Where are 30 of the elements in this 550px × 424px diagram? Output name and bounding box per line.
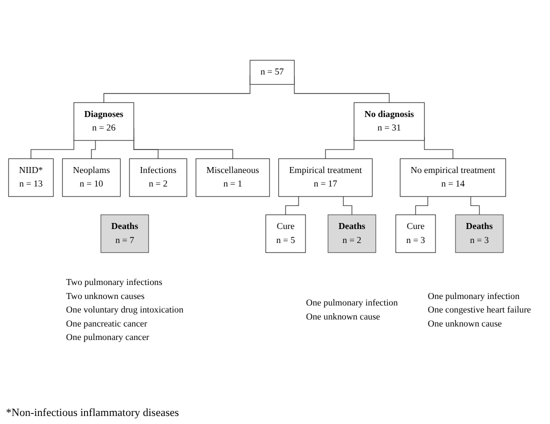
node-box: Miscellaneous n = 1 [196, 158, 270, 197]
node-label: One pulmonary cancer [66, 332, 150, 343]
node-label: One pulmonary infection [306, 298, 398, 308]
node-label: One voluntary drug intoxication [66, 305, 184, 316]
connector [342, 196, 352, 216]
node-label: One pancreatic cancer [66, 319, 148, 329]
node-box: Diagnoses n = 26 [74, 102, 134, 141]
node-box: No diagnosis n = 31 [354, 102, 425, 141]
node-label: One pulmonary infection [428, 292, 520, 302]
node-box: Cure n = 5 [265, 214, 306, 253]
node-label: One congestive heart failure [428, 305, 531, 316]
node-box: NIID* n = 13 [8, 158, 54, 197]
connector [415, 196, 428, 216]
node-box: Cure n = 3 [395, 214, 436, 253]
node-box: Infections n = 2 [129, 158, 188, 197]
connector [91, 140, 96, 160]
node-box: Deaths n = 3 [455, 214, 504, 253]
node-label: One unknown cause [306, 312, 380, 322]
node-label: Two unknown causes [66, 292, 145, 302]
node-box: Neoplams n = 10 [62, 158, 121, 197]
node-label: One unknown cause [428, 319, 502, 329]
node-box: No empirical treatment n = 14 [400, 158, 506, 197]
node-box: Empirical treatment n = 17 [278, 158, 373, 197]
footnote: *Non-infectious inflammatory diseases [6, 407, 180, 419]
node-box: Deaths n = 7 [100, 214, 149, 253]
connector [470, 196, 480, 216]
connector [285, 196, 299, 216]
node-box: n = 57 [250, 60, 295, 85]
node-box: Deaths n = 2 [328, 214, 376, 253]
node-label: Two pulmonary infections [66, 278, 162, 288]
